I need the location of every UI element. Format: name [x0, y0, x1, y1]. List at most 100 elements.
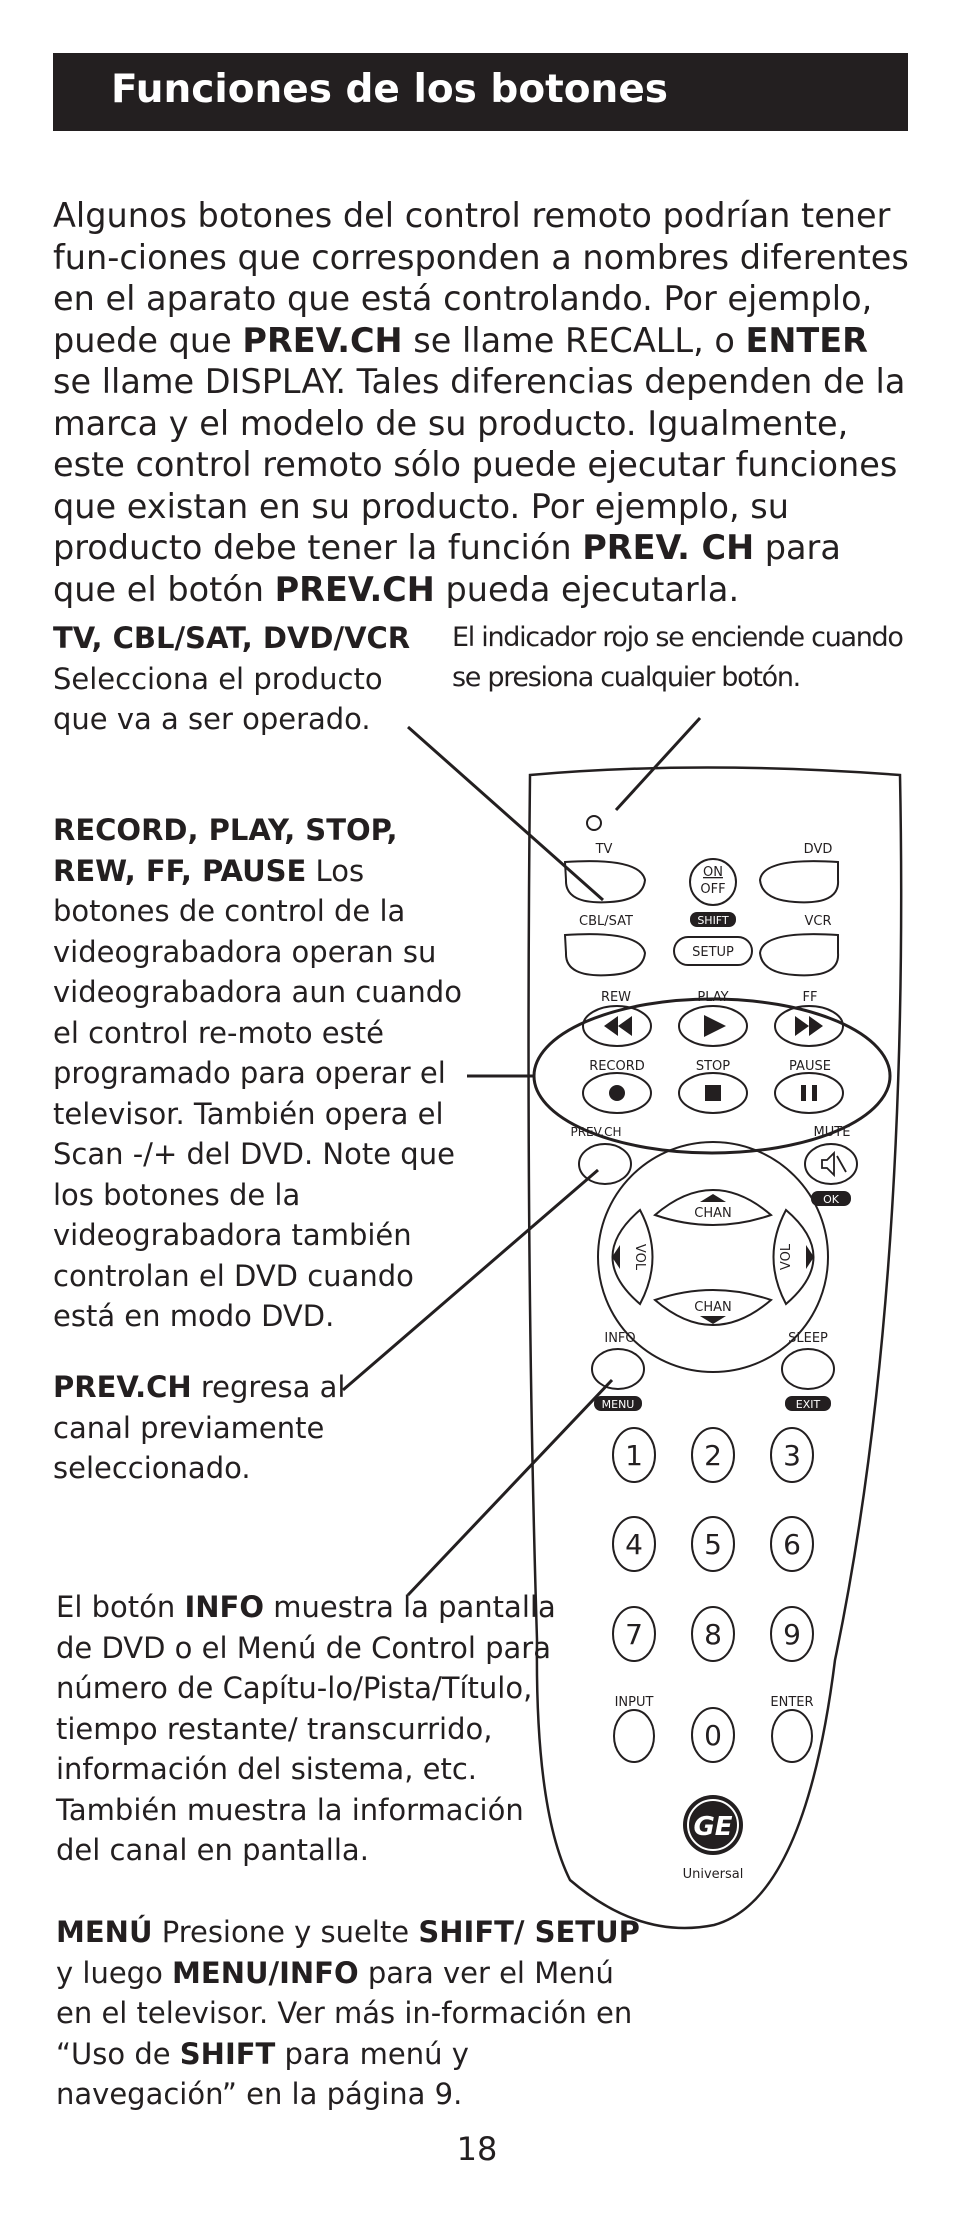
digit-button[interactable]: [691, 1427, 735, 1483]
pause-icon: [801, 1085, 817, 1101]
digit-label: 1: [625, 1439, 643, 1472]
callout-text: El botón: [56, 1590, 185, 1624]
setup-button[interactable]: [673, 936, 753, 966]
digit-label: 9: [783, 1618, 801, 1651]
digit-button[interactable]: [691, 1606, 735, 1662]
play-label: PLAY: [697, 990, 728, 1005]
digit-label: 3: [783, 1439, 801, 1472]
play-button[interactable]: [678, 1005, 748, 1047]
pause-button[interactable]: [774, 1072, 844, 1114]
enter-label: ENTER: [770, 1695, 813, 1710]
intro-text: se llame DISPLAY. Tales diferencias depe…: [53, 362, 906, 567]
section-header: Funciones de los botones: [53, 53, 908, 131]
intro-bold: PREV.CH: [242, 320, 403, 360]
vol-left-label: VOL: [632, 1244, 647, 1271]
callout-vcr: RECORD, PLAY, STOP, REW, FF, PAUSE Los b…: [53, 810, 483, 1337]
info-button[interactable]: [591, 1348, 645, 1390]
ff-button[interactable]: [774, 1005, 844, 1047]
rew-button[interactable]: [582, 1005, 652, 1047]
dpad-ring: [597, 1141, 829, 1373]
ge-logo-text: GE: [693, 1812, 732, 1842]
sleep-button[interactable]: [781, 1348, 835, 1390]
page-number: 18: [456, 2130, 498, 2168]
callout-text: El indicador rojo se enciende cuando se …: [452, 622, 904, 693]
record-button[interactable]: [582, 1072, 652, 1114]
on-label: ON: [703, 865, 723, 880]
callout-bold: SHIFT: [179, 2036, 276, 2071]
cblsat-label: CBL/SAT: [579, 914, 633, 929]
cblsat-button[interactable]: [563, 933, 647, 977]
vol-up-icon: [806, 1245, 814, 1269]
exit-label: EXIT: [796, 1398, 821, 1411]
leader-line-indicator: [614, 716, 702, 812]
intro-bold: ENTER: [745, 320, 868, 360]
rew-label: REW: [601, 990, 631, 1005]
digit-button[interactable]: [612, 1516, 656, 1572]
prevch-button[interactable]: [578, 1143, 632, 1185]
callout-title: MENÚ: [56, 1915, 153, 1949]
ge-logo-ring: [687, 1799, 739, 1851]
record-label: RECORD: [589, 1059, 645, 1074]
remote-body: [527, 766, 903, 1930]
enter-button[interactable]: [771, 1709, 813, 1763]
record-icon: [609, 1085, 625, 1101]
pause-label: PAUSE: [789, 1059, 831, 1074]
input-button[interactable]: [613, 1709, 655, 1763]
vol-right-label: VOL: [779, 1243, 794, 1270]
callout-title: RECORD, PLAY, STOP, REW, FF, PAUSE: [53, 813, 398, 888]
digit-label: 6: [783, 1528, 801, 1561]
callout-device: TV, CBL/SAT, DVD/VCR Selecciona el produc…: [53, 618, 413, 740]
digit-button[interactable]: [612, 1427, 656, 1483]
callout-info: El botón INFO muestra la pantalla de DVD…: [56, 1587, 556, 1871]
callout-prevch: PREV.CH regresa al canal previamente sel…: [53, 1367, 353, 1489]
transport-highlight: [532, 997, 892, 1155]
digit-label: 5: [704, 1528, 722, 1561]
rewind-icon: [604, 1016, 632, 1036]
callout-text: Selecciona el producto que va a ser oper…: [53, 661, 383, 737]
menu-label: MENU: [602, 1398, 635, 1411]
dvd-label: DVD: [804, 842, 833, 857]
vcr-button[interactable]: [758, 933, 840, 977]
callout-text: para menú y navegación” en la página 9.: [56, 2036, 469, 2112]
digit-button[interactable]: [691, 1707, 735, 1763]
digit-button[interactable]: [612, 1606, 656, 1662]
power-button[interactable]: [689, 858, 737, 906]
chan-up-icon: [700, 1194, 726, 1202]
intro-text: pueda ejecutarla.: [434, 569, 740, 609]
digit-button[interactable]: [691, 1516, 735, 1572]
vol-up-button[interactable]: [772, 1208, 815, 1306]
info-label: INFO: [604, 1331, 635, 1346]
digit-button[interactable]: [770, 1606, 814, 1662]
digit-label: 2: [704, 1439, 722, 1472]
intro-text: se llame RECALL, o: [402, 320, 746, 360]
digit-button[interactable]: [770, 1516, 814, 1572]
indicator-light: [586, 815, 602, 831]
ok-label: OK: [823, 1193, 840, 1206]
intro-text: Algunos botones del control remoto podrí…: [53, 196, 909, 360]
tv-button[interactable]: [563, 860, 647, 904]
fast-forward-icon: [795, 1016, 823, 1036]
chan-down-button[interactable]: [653, 1289, 773, 1326]
vol-down-icon: [612, 1245, 620, 1269]
callout-title: TV, CBL/SAT, DVD/VCR: [53, 621, 411, 655]
brand-label: Universal: [683, 1867, 744, 1882]
callout-text: Los botones de control de la videograbad…: [53, 853, 462, 1334]
vcr-label: VCR: [804, 914, 831, 929]
callout-menu: MENÚ Presione y suelte SHIFT/ SETUP y lu…: [56, 1912, 641, 2115]
dvd-button[interactable]: [758, 860, 840, 904]
mute-button[interactable]: [804, 1143, 858, 1185]
stop-button[interactable]: [678, 1072, 748, 1114]
mute-icon: [821, 1150, 847, 1178]
play-icon: [704, 1015, 726, 1037]
chan-down-icon: [700, 1316, 726, 1324]
leader-line-info: [406, 1378, 614, 1597]
digit-button[interactable]: [770, 1427, 814, 1483]
menu-badge: [594, 1396, 642, 1411]
chan-up-button[interactable]: [653, 1189, 773, 1226]
vol-down-button[interactable]: [611, 1208, 654, 1306]
exit-badge: [785, 1396, 831, 1411]
shift-label: SHIFT: [697, 914, 729, 927]
digit-label: 4: [625, 1528, 643, 1561]
